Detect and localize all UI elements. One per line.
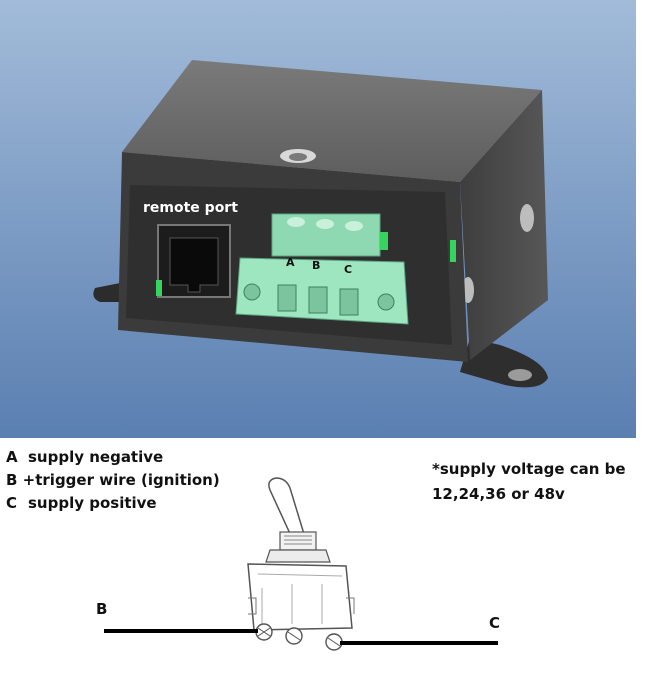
legend-text-b: +trigger wire (ignition) (22, 471, 220, 489)
legend-key-b: B (6, 471, 18, 489)
switch-terminal-left (255, 623, 273, 641)
switch-body (247, 563, 353, 631)
enclosure-top (122, 60, 542, 182)
switch-terminal-right (325, 633, 343, 651)
mounting-hole-right (508, 369, 532, 381)
voltage-note-line1: *supply voltage can be (432, 460, 626, 478)
terminal-b-label: B (312, 259, 320, 272)
legend-key-a: A (6, 448, 18, 466)
switch-nut (265, 549, 331, 563)
product-photo: remote port A B C (0, 0, 636, 438)
voltage-note-line2: 12,24,36 or 48v (432, 485, 565, 503)
enclosure-side (460, 90, 548, 360)
side-hole-upper (520, 204, 534, 232)
switch-lever (268, 477, 305, 539)
toggle-switch-diagram (104, 477, 498, 651)
terminal-c-label: C (344, 263, 352, 276)
mounting-tab-left (93, 282, 125, 302)
wire-c-label: C (489, 614, 501, 632)
legend-item-b: B +trigger wire (ignition) (6, 471, 220, 489)
legend-key-c: C (6, 494, 18, 512)
wire-b-label: B (96, 600, 108, 618)
voltage-note: *supply voltage can be 12,24,36 or 48v (432, 457, 626, 507)
legend-text-a: supply negative (28, 448, 164, 466)
terminal-a-label: A (286, 256, 295, 269)
remote-port-label: remote port (143, 200, 238, 216)
legend-text-c: supply positive (28, 494, 157, 512)
switch-terminal-middle (285, 627, 303, 645)
switch-bushing (279, 531, 317, 551)
